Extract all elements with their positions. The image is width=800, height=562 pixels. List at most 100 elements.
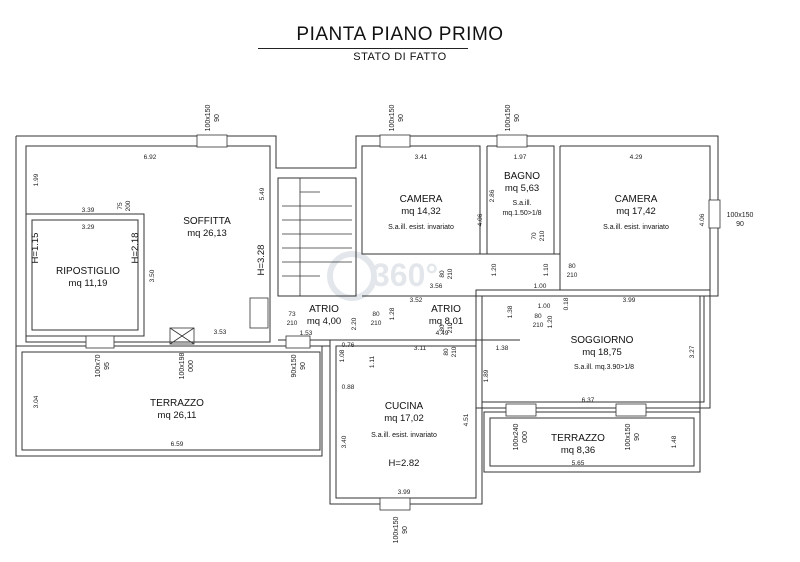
dim-label: 3.27 xyxy=(689,345,696,358)
watermark: 360° xyxy=(327,251,438,301)
window-label: 100x150 xyxy=(505,104,512,131)
dim-label: 80 xyxy=(568,263,576,270)
wall-terrazzo-right xyxy=(483,411,701,473)
watermark-text: 360° xyxy=(372,257,438,293)
dim-label: 1.10 xyxy=(543,263,550,276)
wall-outline-camera-right xyxy=(559,145,711,291)
dim-label: 210 xyxy=(447,268,454,279)
room-bagno-name: BAGNO xyxy=(504,171,540,182)
dim-label: 1.38 xyxy=(507,305,514,318)
room-soggiorno-area: mq 18,75 xyxy=(582,347,622,358)
dim-label: 0.76 xyxy=(342,342,355,349)
room-bagno-note: S.a.ill. xyxy=(512,200,531,207)
dim-label: 1.53 xyxy=(300,330,313,337)
wall-camera-left xyxy=(361,145,481,255)
window-openings xyxy=(85,134,721,511)
dim-label: 210 xyxy=(539,230,546,241)
window-label: 90 xyxy=(736,221,744,228)
dim-label: 5.49 xyxy=(259,187,266,200)
dim-label: 5.65 xyxy=(572,460,585,467)
room-camera-1-note: S.a.ill. esist. invariato xyxy=(388,224,454,231)
dim-label: 210 xyxy=(287,320,298,327)
window-label: 90 xyxy=(514,114,521,122)
dim-label: 1.00 xyxy=(534,283,547,290)
window-labels: 100x150 90 100x150 90 100x150 90 100x150… xyxy=(95,104,754,543)
wall-terrazzo-left xyxy=(15,345,323,457)
room-cucina-name: CUCINA xyxy=(385,401,424,412)
room-camera-1-name: CAMERA xyxy=(400,194,443,205)
dim-label: 3.40 xyxy=(341,435,348,448)
dim-label: 1.11 xyxy=(369,356,376,369)
wall-terrazzo-right-inner xyxy=(489,417,695,467)
dim-label: 3.52 xyxy=(410,297,423,304)
dim-label: 3.53 xyxy=(214,329,227,336)
dim-label: 210 xyxy=(567,272,578,279)
room-atrio-1-area: mq 4,00 xyxy=(307,316,341,327)
window-label: 100x198 xyxy=(179,352,186,379)
wall-outline-left xyxy=(16,135,719,412)
room-bagno-area: mq 5,63 xyxy=(505,183,539,194)
window-label: 90 xyxy=(634,433,641,441)
room-bagno-note2: mq.1.50>1/8 xyxy=(502,210,541,217)
dim-label: 1.97 xyxy=(514,154,527,161)
dim-label: 4.06 xyxy=(699,213,706,226)
window-label: 90 xyxy=(214,114,221,122)
dim-label: 80 xyxy=(534,313,542,320)
dim-label: 80 xyxy=(439,324,446,332)
window-label: 000 xyxy=(522,431,529,443)
window-label: 95 xyxy=(104,362,111,370)
plan-title: PIANTA PIANO PRIMO xyxy=(296,24,504,45)
dim-label: 200 xyxy=(125,200,132,211)
dim-label: 1.20 xyxy=(491,263,498,276)
room-terrazzo-2-name: TERRAZZO xyxy=(551,433,605,444)
dim-label: 75 xyxy=(117,202,124,210)
room-ripostiglio-area: mq 11,19 xyxy=(69,278,108,289)
wall-ripostiglio-inner xyxy=(31,219,139,331)
dim-label: 3.11 xyxy=(414,345,427,352)
window-label: 100x70 xyxy=(95,354,102,377)
room-soggiorno-name: SOGGIORNO xyxy=(571,335,634,346)
wall-terrazzo-left-inner xyxy=(21,351,321,451)
ripostiglio-height-left: H=1.15 xyxy=(30,233,41,264)
dim-label: 1.00 xyxy=(538,303,551,310)
room-soggiorno-note: S.a.ill. mq.3.90>1/8 xyxy=(574,364,634,371)
dim-label: 4.51 xyxy=(463,413,470,426)
room-camera-1-area: mq 14,32 xyxy=(401,206,441,217)
dim-label: 210 xyxy=(533,322,544,329)
window-label: 100x240 xyxy=(513,423,520,450)
dim-label: 70 xyxy=(531,232,538,240)
dim-label: 4.06 xyxy=(477,213,484,226)
window-label: 100x150 xyxy=(393,516,400,543)
dim-label: 2.86 xyxy=(489,189,496,202)
room-atrio-2-name: ATRIO xyxy=(431,304,461,315)
room-cucina-area: mq 17,02 xyxy=(384,413,424,424)
dim-label: 80 xyxy=(443,348,450,356)
dim-label: 6.59 xyxy=(171,441,184,448)
dim-label: 3.56 xyxy=(430,283,443,290)
dim-label: 80 xyxy=(372,311,380,318)
dim-label: 210 xyxy=(447,322,454,333)
soffitta-height: H=3.28 xyxy=(256,245,267,276)
room-terrazzo-1-area: mq 26,11 xyxy=(158,410,197,421)
dimension-labels: 6.92 3.39 3.29 3.53 3.41 1.97 4.29 3.56 … xyxy=(82,154,643,496)
dim-label: 0.18 xyxy=(563,297,570,310)
dim-label: 3.99 xyxy=(623,297,636,304)
room-camera-2-name: CAMERA xyxy=(615,194,658,205)
wall-stairs xyxy=(277,177,357,297)
dim-label: 1.48 xyxy=(671,435,678,448)
window-label: 90 xyxy=(402,526,409,534)
dim-label: 6.92 xyxy=(144,154,157,161)
room-soffitta-name: SOFFITTA xyxy=(183,216,231,227)
title-underline xyxy=(258,48,468,49)
dim-label: 4.49 xyxy=(436,330,449,337)
window-label: 90 xyxy=(300,362,307,370)
dimension-labels-vertical: 1.99 5.49 75 200 3.50 4.06 2.86 70 210 4… xyxy=(33,173,706,448)
dim-label: 1.28 xyxy=(389,307,396,320)
wall-ripostiglio xyxy=(25,213,145,337)
dim-label: 3.50 xyxy=(149,269,156,282)
room-atrio-2-area: mq 8,01 xyxy=(429,316,463,327)
wall-soffitta-inner xyxy=(25,145,271,343)
dim-label: 4.29 xyxy=(630,154,643,161)
dim-label: 1.08 xyxy=(339,349,346,362)
